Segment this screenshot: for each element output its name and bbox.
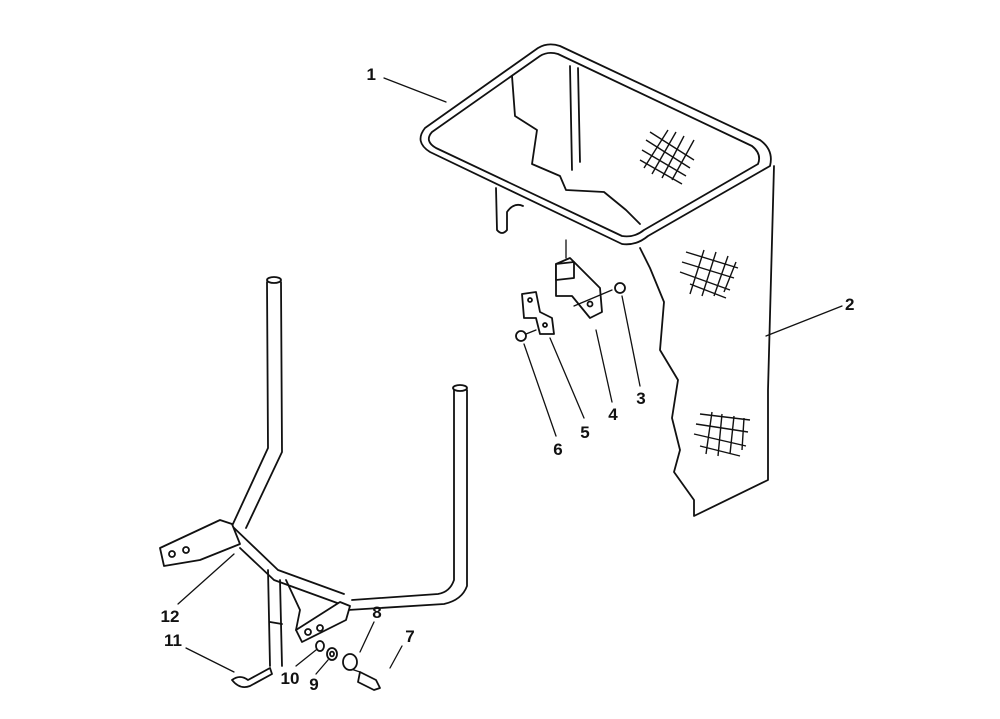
callout-3: 3 (636, 389, 645, 408)
leader-11 (185, 647, 235, 673)
callout-11: 11 (164, 631, 182, 650)
leader-5 (549, 337, 585, 419)
nut-6 (515, 329, 537, 342)
leader-lines (177, 77, 843, 675)
washer-9 (326, 647, 338, 661)
leader-12 (177, 553, 235, 605)
bag-mesh-upper (639, 129, 695, 185)
grass-bag (511, 65, 775, 517)
leader-7 (389, 645, 403, 669)
support-frame (159, 276, 468, 667)
leader-3 (621, 295, 641, 387)
bolt-3 (573, 282, 626, 307)
bag-mesh-middle (679, 249, 739, 299)
leader-8 (359, 621, 375, 653)
leader-1 (383, 77, 447, 103)
bracket-plate (521, 291, 555, 335)
leader-6 (523, 343, 557, 437)
spacer-8 (342, 653, 358, 671)
nut-10 (315, 640, 325, 652)
callout-2: 2 (845, 295, 854, 314)
callout-1: 1 (367, 65, 376, 84)
callout-9: 9 (309, 675, 318, 694)
callout-8: 8 (372, 603, 381, 622)
leader-10 (295, 649, 317, 667)
leader-4 (595, 329, 613, 403)
leader-2 (765, 305, 843, 337)
mounting-bracket (555, 239, 603, 319)
clip-pin (231, 667, 273, 689)
callout-7: 7 (405, 627, 414, 646)
leader-9 (315, 659, 329, 675)
bolt-7 (347, 667, 381, 691)
bag-frame (419, 43, 772, 246)
bag-mesh-lower (693, 411, 751, 457)
callout-10: 10 (281, 669, 300, 688)
callout-12: 12 (161, 607, 180, 626)
callout-5: 5 (580, 423, 589, 442)
callout-4: 4 (608, 405, 618, 424)
callout-6: 6 (553, 440, 562, 459)
callout-labels: 1 2 3 4 5 6 7 8 9 10 11 12 (161, 65, 855, 694)
